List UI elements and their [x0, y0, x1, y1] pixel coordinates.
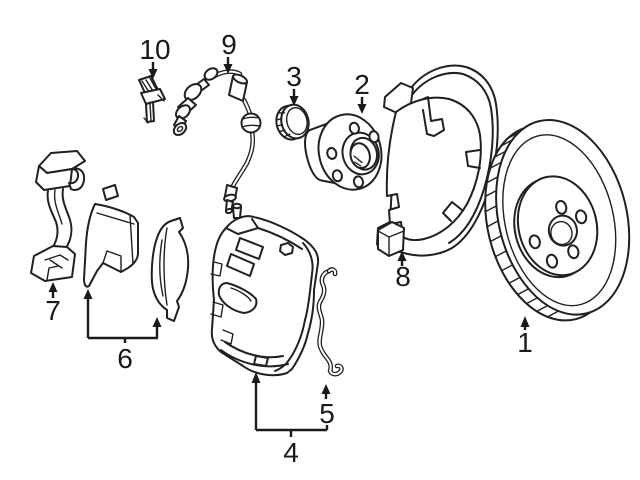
brake-pad-outer — [150, 217, 190, 322]
rotor-vent-hatching — [484, 131, 559, 318]
callout-4-label: 4 — [283, 437, 299, 468]
callout-2-label: 2 — [354, 69, 370, 100]
callout-2: 2 — [354, 69, 370, 114]
callout-4: 4 — [251, 372, 329, 468]
callout-10-label: 10 — [139, 34, 170, 65]
brake-pad-inner — [83, 184, 139, 288]
callout-7-label: 7 — [45, 295, 61, 326]
retainer-clip-drawing — [316, 267, 344, 377]
callout-1-label: 1 — [517, 327, 533, 358]
brake-hose-drawing — [172, 67, 262, 215]
callout-6: 6 — [83, 289, 162, 374]
callout-9-label: 9 — [221, 29, 237, 60]
grease-cap-drawing — [275, 103, 310, 141]
wheel-hub-drawing — [304, 113, 383, 191]
callout-7: 7 — [45, 282, 61, 326]
callout-8: 8 — [395, 251, 411, 292]
callout-5-label: 5 — [319, 398, 335, 429]
callout-9: 9 — [221, 29, 237, 74]
callout-3: 3 — [286, 61, 302, 106]
caliper-bracket-drawing — [30, 150, 86, 282]
callout-10: 10 — [139, 34, 171, 79]
callout-3-label: 3 — [286, 61, 302, 92]
brake-pads-drawing — [83, 184, 190, 322]
brake-caliper-drawing — [210, 202, 320, 377]
splash-shield-drawing — [376, 64, 499, 257]
brake-rotor-drawing — [484, 119, 631, 322]
callout-6-label: 6 — [117, 343, 133, 374]
callout-8-label: 8 — [395, 261, 411, 292]
wear-sensor-clip-drawing — [138, 75, 166, 124]
callout-1: 1 — [517, 316, 533, 358]
callout-5: 5 — [319, 384, 335, 429]
